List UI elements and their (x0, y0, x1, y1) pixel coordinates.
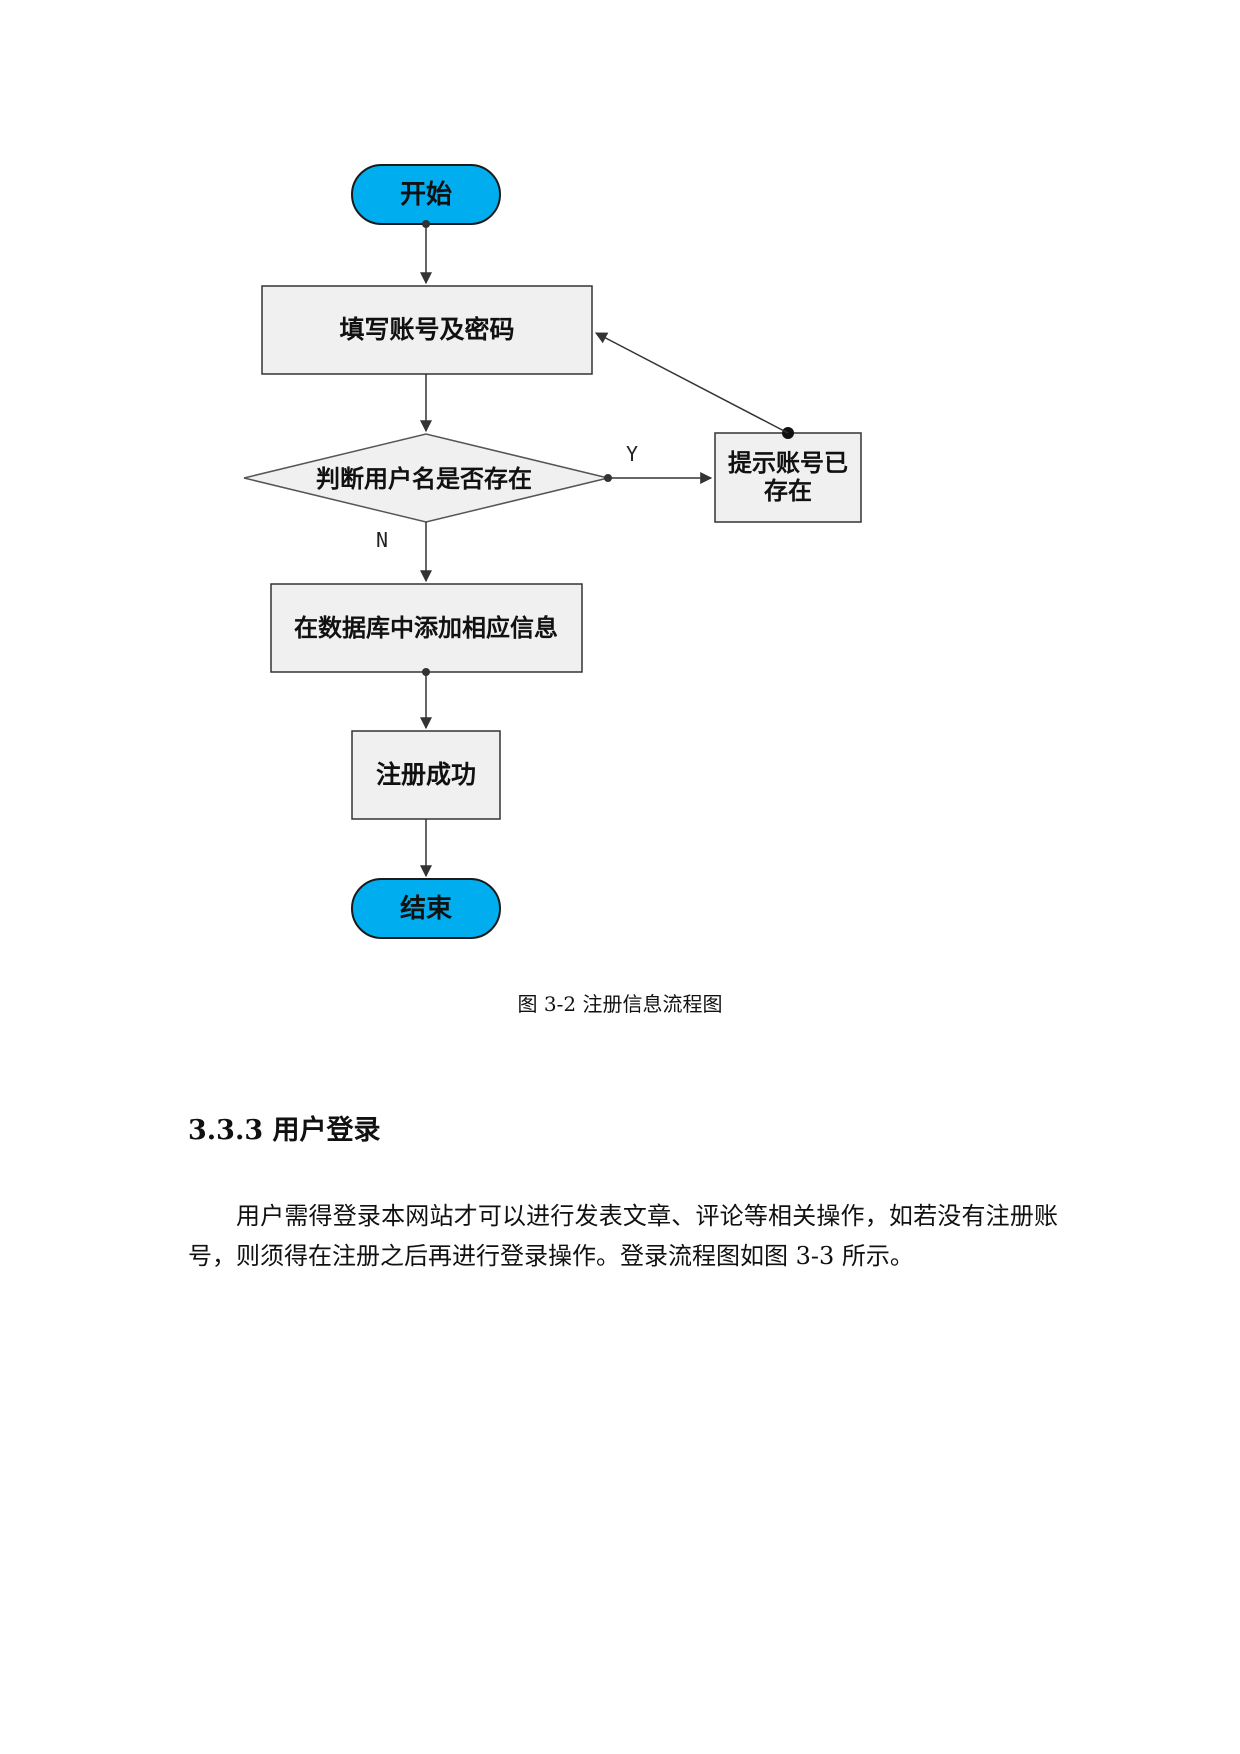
account-exists-label-line2: 存在 (764, 477, 812, 505)
edge-decision-yes: Y (604, 442, 713, 484)
section-heading: 3.3.3 用户登录 (188, 1115, 381, 1146)
edge-decision-no: N (376, 522, 432, 583)
figure-caption: 图 3-2 注册信息流程图 (517, 992, 723, 1016)
add-database-node: 在数据库中添加相应信息 (270, 583, 583, 673)
end-node: 结束 (351, 878, 501, 939)
start-label: 开始 (400, 180, 452, 210)
account-exists-node: 提示账号已 存在 (714, 432, 862, 523)
input-account-node: 填写账号及密码 (261, 285, 593, 375)
register-success-label: 注册成功 (376, 760, 476, 789)
edge-start-to-input (420, 220, 432, 285)
edge-exists-to-input (594, 332, 794, 439)
add-database-label: 在数据库中添加相应信息 (294, 614, 558, 642)
no-label: N (376, 528, 388, 552)
body-paragraph: 用户需得登录本网站才可以进行发表文章、评论等相关操作，如若没有注册账号，则须得在… (188, 1202, 1058, 1270)
input-account-label: 填写账号及密码 (339, 315, 514, 344)
account-exists-label-line1: 提示账号已 (728, 449, 848, 477)
edge-database-to-success (420, 668, 432, 730)
register-success-node: 注册成功 (351, 730, 501, 820)
yes-label: Y (626, 442, 638, 466)
decision-label: 判断用户名是否存在 (316, 465, 532, 493)
registration-flowchart: 开始 填写账号及密码 判断用户名是否存在 Y 提示账号已 存在 N (243, 164, 862, 939)
decision-node: 判断用户名是否存在 (243, 433, 609, 523)
end-label: 结束 (400, 893, 453, 924)
start-node: 开始 (351, 164, 501, 225)
